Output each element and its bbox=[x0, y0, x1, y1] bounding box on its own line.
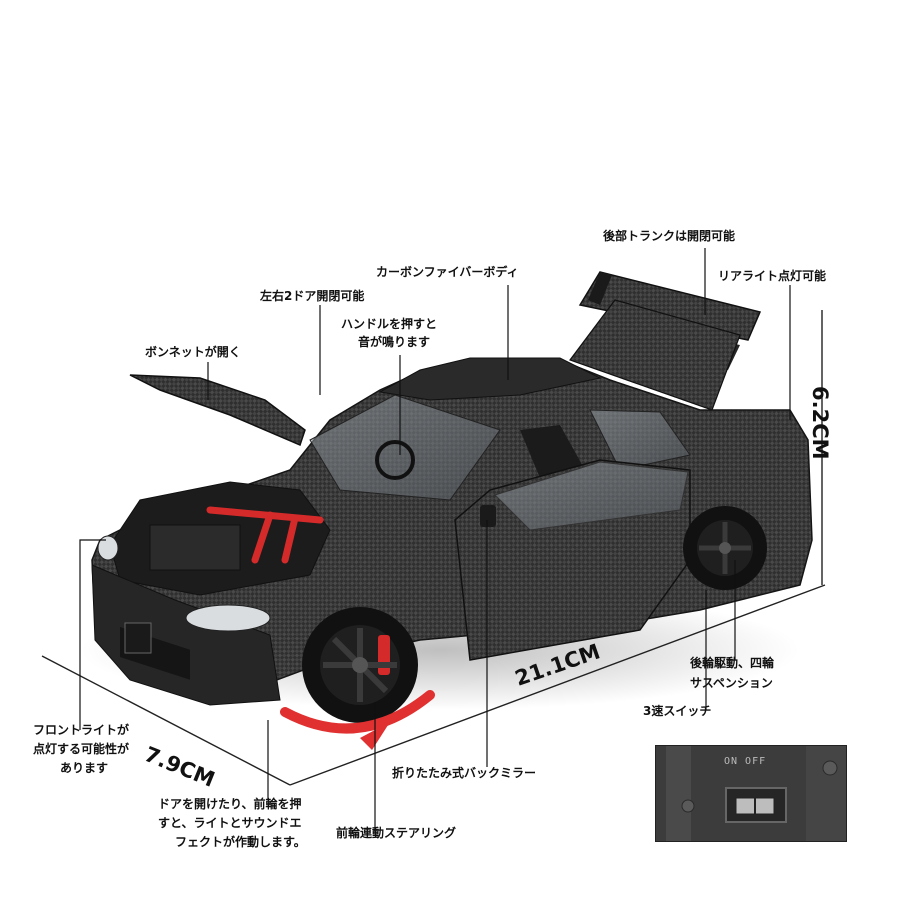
label-switch: 3速スイッチ bbox=[643, 704, 712, 718]
label-door-action-3: フェクトが作動します。 bbox=[175, 835, 306, 849]
switch-inset-illustration bbox=[656, 746, 846, 841]
switch-inset-photo: ON OFF bbox=[655, 745, 847, 842]
callout-lines bbox=[79, 248, 791, 832]
label-headlight-1: フロントライトが bbox=[33, 723, 130, 737]
headlight-left bbox=[97, 535, 119, 561]
label-carbon-body: カーボンファイバーボディ bbox=[376, 265, 519, 279]
leader-headlight bbox=[79, 539, 106, 730]
windshield bbox=[309, 394, 501, 501]
width-dimension-line bbox=[41, 655, 291, 786]
car-roof bbox=[378, 357, 602, 401]
front-wheel bbox=[302, 607, 418, 723]
side-mirror bbox=[480, 505, 496, 527]
switch-on-off-text: ON OFF bbox=[724, 756, 767, 767]
label-steering: 前輪連動ステアリング bbox=[336, 826, 457, 840]
label-mirror: 折りたたみ式バックミラー bbox=[392, 766, 537, 780]
label-door-action-2: すと、ライトとサウンドエ bbox=[158, 816, 302, 830]
screw-icon bbox=[681, 799, 695, 813]
rear-wheel bbox=[683, 506, 767, 590]
license-plate bbox=[124, 622, 152, 654]
dimension-lines bbox=[41, 310, 826, 786]
label-rear-light: リアライト点灯可能 bbox=[718, 269, 827, 283]
dimension-height: 6.2CM bbox=[808, 386, 832, 460]
label-handle-sound-1: ハンドルを押すと bbox=[341, 317, 438, 331]
steering-wheel bbox=[375, 440, 415, 480]
label-headlight-3: あります bbox=[60, 761, 109, 775]
label-headlight-2: 点灯する可能性が bbox=[33, 742, 130, 756]
label-door-action-1: ドアを開けたり、前輪を押 bbox=[158, 797, 302, 811]
label-trunk: 後部トランクは開閉可能 bbox=[603, 229, 736, 243]
label-handle-sound-2: 音が鳴ります bbox=[358, 335, 431, 349]
headlight-right bbox=[185, 604, 271, 632]
front-bumper bbox=[91, 564, 281, 706]
label-bonnet: ボンネットが開く bbox=[145, 345, 241, 359]
label-rwd-2: サスペンション bbox=[690, 676, 773, 690]
open-bonnet bbox=[129, 374, 306, 447]
length-dimension-line bbox=[289, 584, 826, 786]
label-rwd-1: 後輪駆動、四輪 bbox=[690, 656, 775, 670]
engine-block bbox=[149, 524, 241, 571]
engine-strut-bar bbox=[206, 506, 324, 564]
screw-icon bbox=[822, 760, 838, 776]
rotation-arrow bbox=[280, 690, 435, 734]
door-window bbox=[494, 461, 689, 531]
trunk-lid bbox=[569, 299, 741, 411]
rear-side-window bbox=[589, 409, 691, 471]
label-doors: 左右2ドア開閉可能 bbox=[260, 289, 365, 303]
